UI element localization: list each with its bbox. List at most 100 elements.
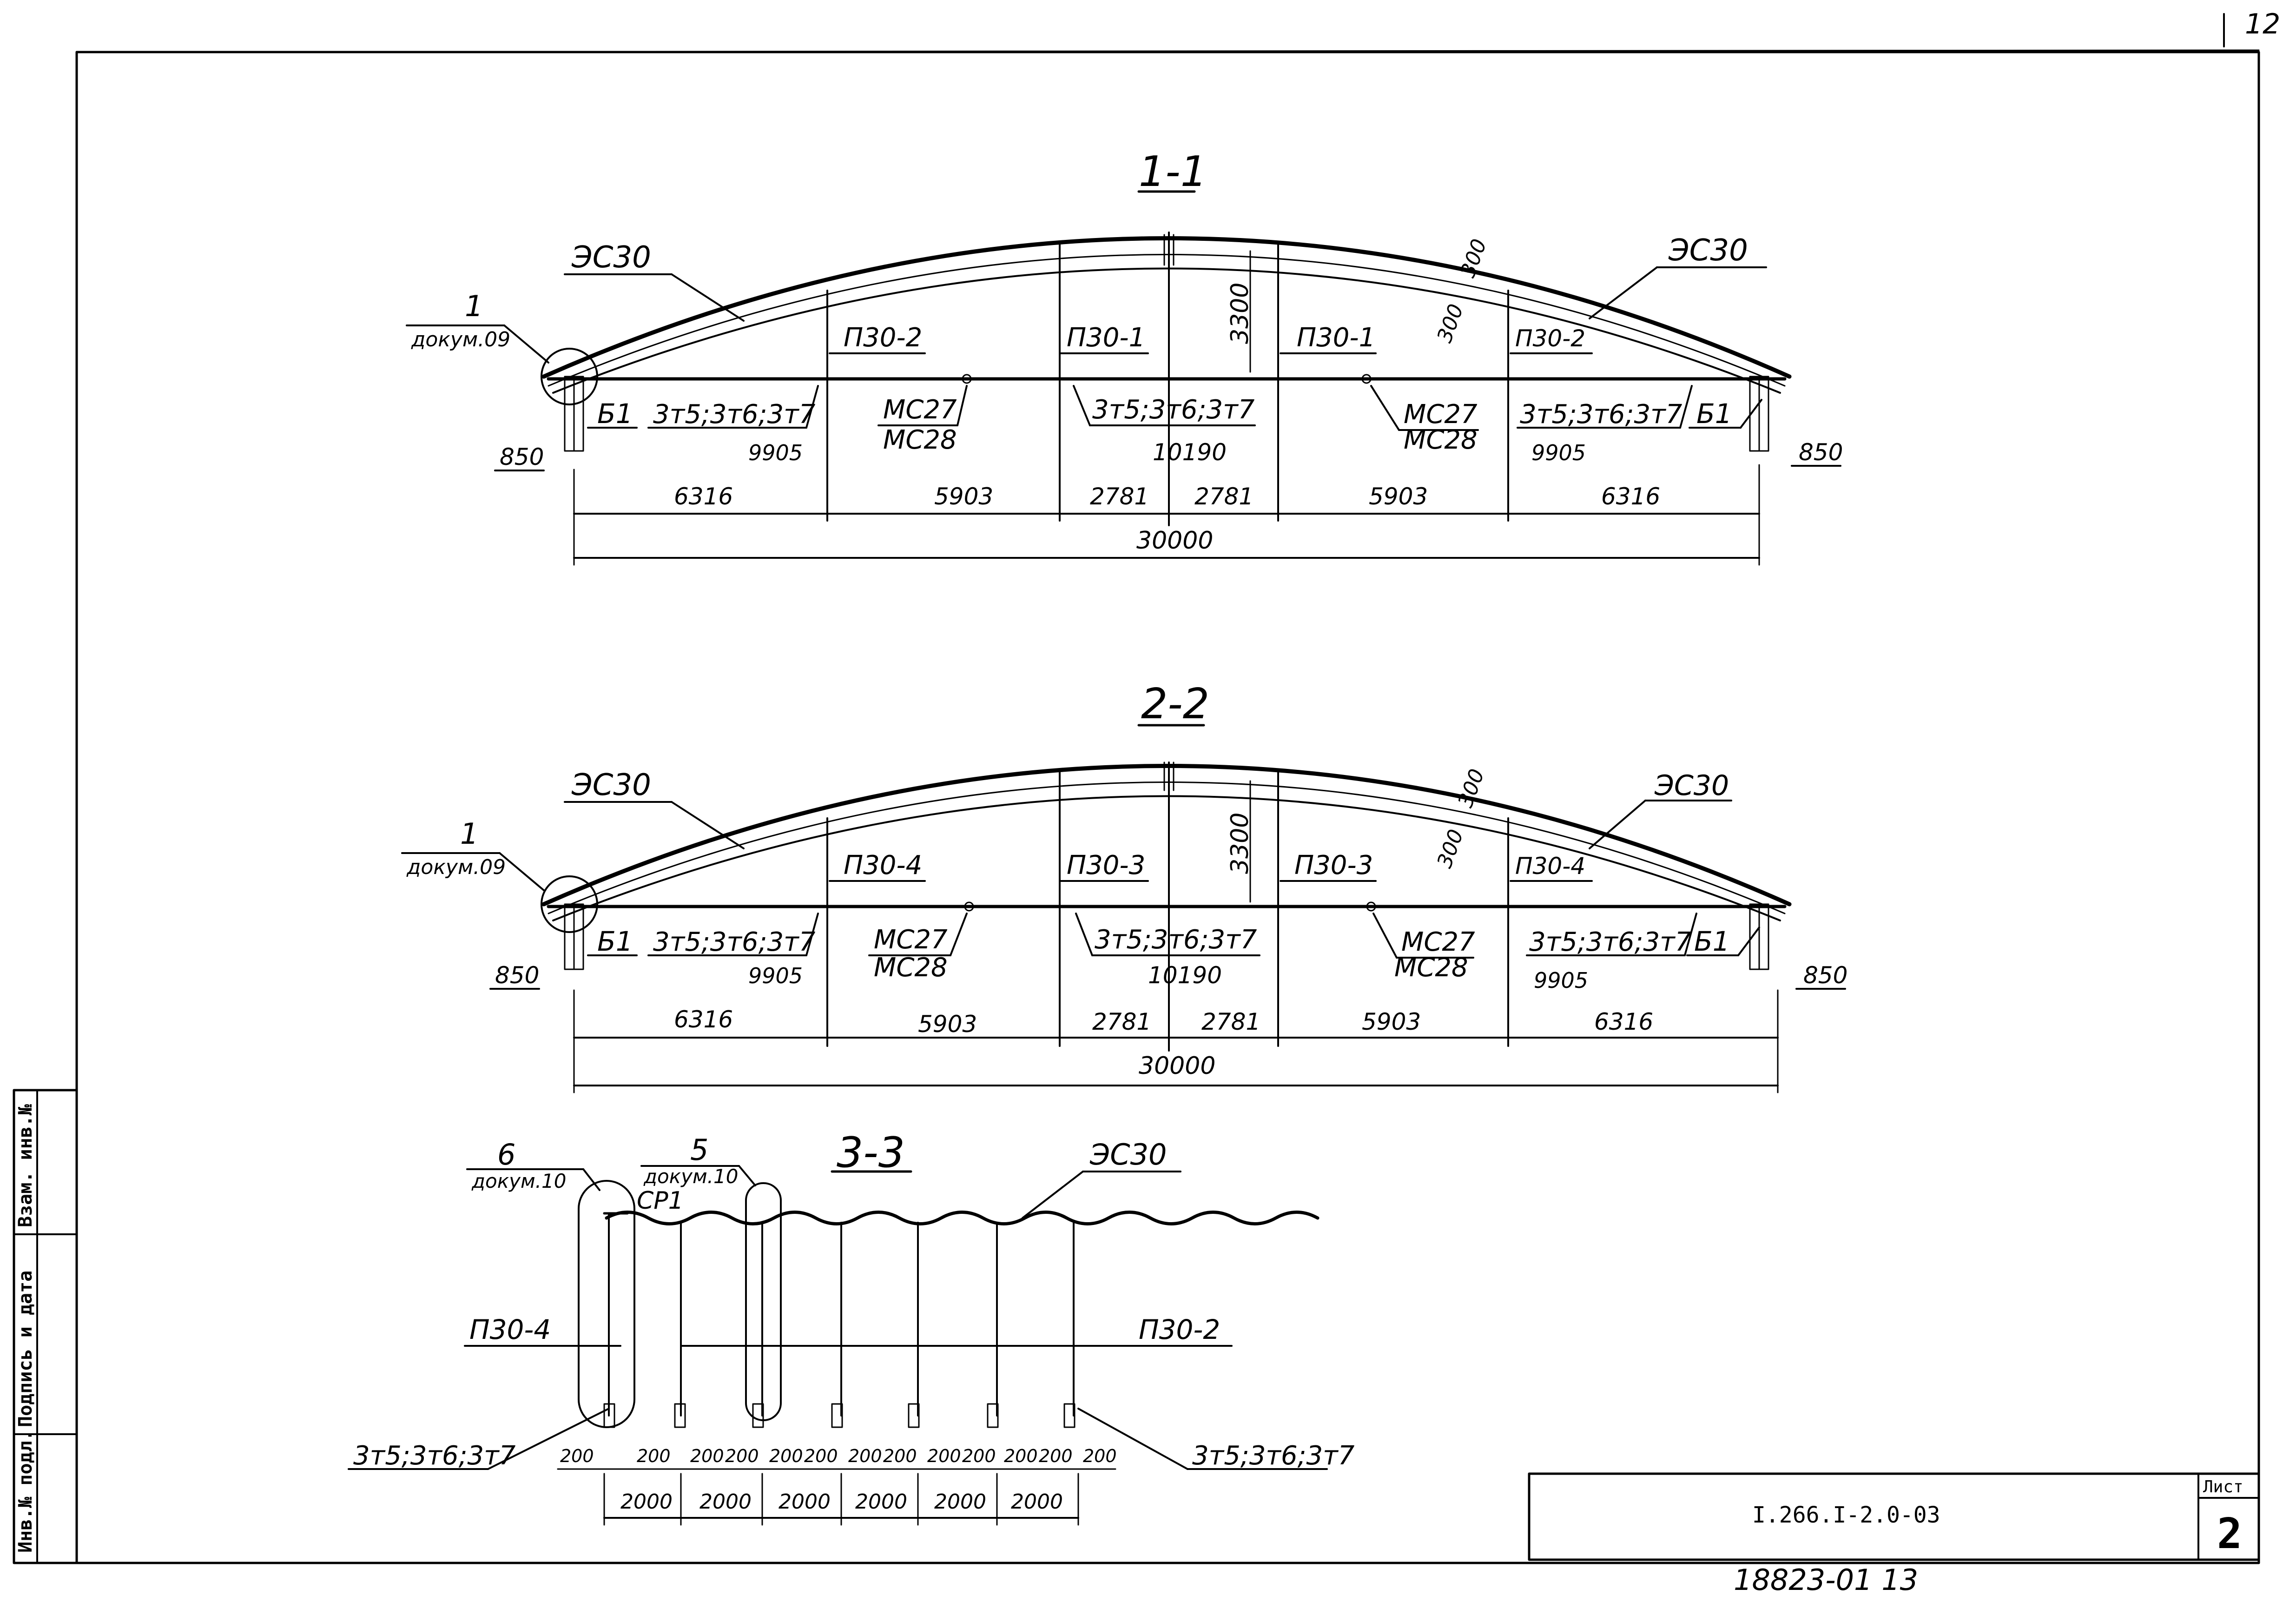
p-label-2-2: П30-3: [1067, 850, 1145, 880]
section-1-title: 1-1: [1139, 147, 1207, 196]
dim-2-5: 5903: [1362, 1008, 1421, 1035]
ms-top-2-left: МС27: [874, 925, 948, 955]
spacing-2: 2000: [699, 1490, 752, 1514]
arch-label-3: ЭС30: [1089, 1138, 1167, 1172]
side-stamp-inv: Инв.№ подл.: [15, 1430, 36, 1553]
p-label-3-left: П30-4: [469, 1314, 551, 1345]
thickness-1a: 300: [1432, 301, 1468, 345]
ties-2-left: 3т5;3т6;3т7: [653, 927, 816, 957]
small-dim-5: 200: [769, 1446, 803, 1466]
arch-top-2: [541, 764, 1792, 907]
ref6-doc: докум.10: [471, 1170, 566, 1192]
p-label-2-4: П30-4: [1515, 853, 1585, 880]
spacing-1: 2000: [620, 1490, 673, 1514]
ties-1-left: 3т5;3т6;3т7: [653, 399, 816, 430]
dim-1-1: 6316: [674, 483, 733, 510]
side-stamp: Инв.№ подл. Подпись и дата Взам. инв.№: [13, 1089, 78, 1564]
ref5-doc: докум.10: [643, 1165, 738, 1188]
section-3-title: 3-3: [837, 1128, 905, 1177]
sheet-number: 2: [2217, 1509, 2242, 1558]
dim-2-4: 2781: [1201, 1008, 1260, 1035]
title-block: Лист 2 I.266.I-2.0-03 18823-01 13: [1528, 1472, 2260, 1597]
seg-2-left: 9905: [748, 963, 803, 988]
side-2-right: 850: [1803, 962, 1847, 989]
page-number: 12: [2245, 8, 2280, 40]
small-dim-8: 200: [883, 1446, 917, 1466]
b-label-2-left: Б1: [597, 926, 633, 957]
seg-1-left: 9905: [748, 440, 803, 465]
small-dim-12: 200: [1039, 1446, 1073, 1466]
dim-1-2: 5903: [934, 483, 993, 510]
p-label-1-4: П30-2: [1515, 325, 1585, 352]
ref-num-1: 1: [465, 289, 483, 323]
arch-label-1-right: ЭС30: [1668, 233, 1748, 268]
ms-bottom-1-left: МС28: [883, 425, 957, 455]
spacing-5: 2000: [934, 1490, 986, 1514]
ties-2-right: 3т5;3т6;3т7: [1529, 927, 1692, 957]
height-2: 3300: [1226, 813, 1254, 874]
small-dim-6: 200: [804, 1446, 838, 1466]
small-dim-11: 200: [1004, 1446, 1038, 1466]
detail-oval-6: [578, 1180, 635, 1428]
ties-2-mid: 3т5;3т6;3т7: [1095, 925, 1257, 955]
detail-circle-2: [541, 875, 598, 933]
small-dim-9: 200: [927, 1446, 961, 1466]
section-2-title: 2-2: [1141, 680, 1209, 728]
total-2: 30000: [1139, 1052, 1215, 1080]
dim-1-5: 5903: [1369, 483, 1428, 510]
total-1: 30000: [1136, 527, 1213, 555]
dim-1-4: 2781: [1194, 483, 1254, 510]
ref-doc-2: докум.09: [406, 855, 506, 879]
thickness-2a: 300: [1432, 826, 1468, 871]
arch-label-1-left: ЭС30: [571, 240, 651, 275]
small-dim-13: 200: [1083, 1446, 1117, 1466]
seg-1-mid: 10190: [1153, 439, 1227, 466]
side-2-left: 850: [495, 962, 539, 989]
ms-top-2-right: МС27: [1401, 927, 1475, 957]
arch-label-2-right: ЭС30: [1654, 769, 1729, 802]
dim-2-3: 2781: [1092, 1008, 1151, 1035]
side-stamp-replace: Взам. инв.№: [15, 1104, 36, 1227]
detail-circle-1: [541, 348, 598, 405]
ref-num-2: 1: [460, 817, 478, 851]
small-dim-10: 200: [962, 1446, 996, 1466]
section-3-3: 3-3 6 докум.10 5 докум.10 СР1: [348, 1128, 1355, 1526]
side-1-right: 850: [1799, 439, 1843, 466]
b-label-2-right: Б1: [1694, 926, 1730, 957]
dim-2-2: 5903: [918, 1011, 977, 1038]
dim-2-1: 6316: [674, 1006, 733, 1033]
dim-1-6: 6316: [1601, 483, 1660, 510]
p-label-1-3: П30-1: [1297, 323, 1375, 353]
section-1-1: 1-1 1 докум.09 ЭС30 ЭС30: [406, 147, 1843, 566]
spacing-4: 2000: [855, 1490, 907, 1514]
sheet-label: Лист: [2203, 1477, 2243, 1496]
drawing-code: I.266.I-2.0-03: [1752, 1502, 1940, 1528]
ties-3-left: 3т5;3т6;3т7: [353, 1441, 516, 1471]
small-dim-4: 200: [725, 1446, 759, 1466]
archive-number: 18823-01 13: [1734, 1563, 1918, 1597]
detail-oval-5: [745, 1182, 782, 1421]
section-2-2: 2-2 1 докум.09 ЭС30 ЭС30 П30-4 П30-3: [401, 680, 1847, 1093]
ref-doc-1: докум.09: [411, 328, 510, 351]
sr-label: СР1: [637, 1187, 684, 1215]
ties-1-right: 3т5;3т6;3т7: [1520, 399, 1682, 430]
p-label-2-3: П30-3: [1294, 850, 1373, 880]
ms-top-1-right: МС27: [1404, 399, 1478, 430]
arch-label-2-left: ЭС30: [571, 768, 651, 802]
ms-bottom-2-right: МС28: [1394, 953, 1468, 983]
p-label-2-1: П30-4: [844, 850, 922, 880]
corrugated-profile: [605, 1211, 1320, 1225]
ref5-num: 5: [690, 1133, 708, 1167]
arch-top-1: [541, 236, 1792, 379]
ties-1-mid: 3т5;3т6;3т7: [1092, 395, 1255, 425]
sheet-frame: 12: [75, 8, 2280, 1564]
ms-top-1-left: МС27: [883, 395, 957, 425]
ms-bottom-1-right: МС28: [1404, 425, 1478, 455]
p-label-1-2: П30-1: [1067, 323, 1145, 353]
small-dim-1: 200: [560, 1446, 594, 1466]
dim-2-6: 6316: [1594, 1008, 1653, 1035]
ties-3-right: 3т5;3т6;3т7: [1192, 1441, 1355, 1471]
dim-1-3: 2781: [1090, 483, 1149, 510]
seg-2-mid: 10190: [1148, 962, 1222, 989]
seg-1-right: 9905: [1531, 440, 1586, 465]
